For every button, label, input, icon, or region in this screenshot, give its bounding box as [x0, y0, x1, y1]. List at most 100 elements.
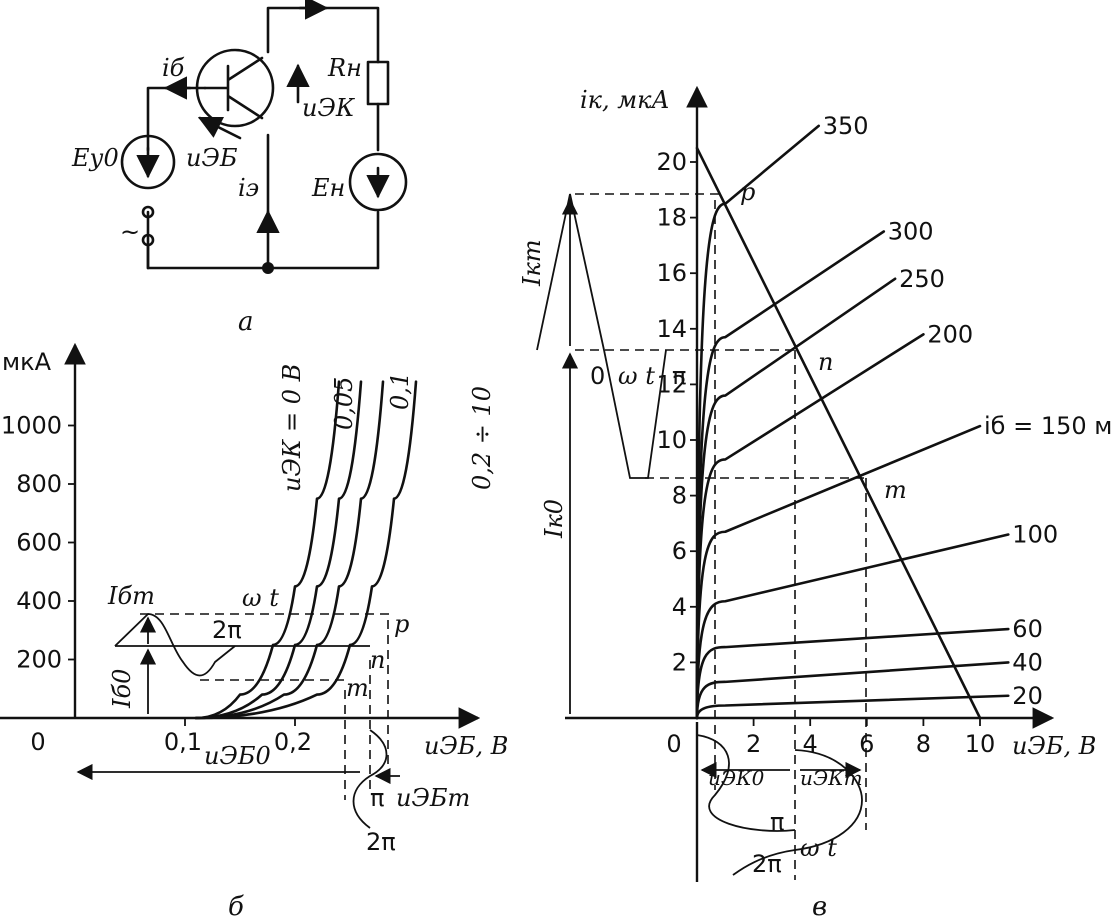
v-curve-350	[695, 124, 820, 720]
v-curve-label-60: 60	[1012, 615, 1043, 643]
circuit-a: iб Rн uЭК Eу0 uЭБ iэ Eн ~ a	[71, 0, 408, 337]
v-ytick-label: 14	[656, 315, 687, 343]
v-2pi-bottom-label: 2π	[752, 850, 782, 878]
v-curve-label-i-150: iб = 150 мкА	[984, 412, 1113, 440]
b-curve-label-u-0: uЭК = 0 В	[278, 364, 306, 492]
v-n-label: n	[818, 348, 833, 376]
caption-v: в	[812, 892, 827, 920]
v-ikm-label: Iкm	[518, 239, 546, 287]
ib-label: iб	[162, 54, 185, 82]
v-curve-label-250: 250	[899, 265, 945, 293]
chart-b-x-label: uЭБ, В	[424, 732, 508, 760]
tilde-label: ~	[120, 218, 140, 246]
v-curve-20	[695, 694, 1010, 720]
junction-dot	[262, 262, 274, 274]
v-pi-bottom-label: π	[770, 808, 784, 836]
v-ik0-label: Iк0	[540, 499, 568, 539]
chart-b-x-ticks: 0 0,1 0,2	[30, 718, 312, 756]
v-uekm-label: uЭКm	[800, 766, 863, 790]
caption-b: б	[228, 892, 244, 920]
transistor-symbol	[195, 48, 275, 128]
v-curve-label-300: 300	[888, 218, 934, 246]
source-en-symbol	[348, 152, 408, 212]
v-ytick-label: 16	[656, 259, 687, 287]
v-zero-label: 0	[590, 362, 605, 390]
v-wt-label: ω t	[618, 362, 655, 390]
v-curve-label-20: 20	[1012, 682, 1043, 710]
b-wt-label: ω t	[242, 584, 279, 612]
rn-label: Rн	[327, 54, 362, 82]
v-xtick-label: 0	[666, 730, 681, 758]
chart-b-y-unit: мкА	[2, 348, 52, 376]
v-voltage-waveform	[732, 749, 863, 876]
v-curve-label-100: 100	[1012, 521, 1058, 549]
b-curve-0-2-10	[194, 380, 418, 720]
v-current-waveform	[536, 193, 667, 479]
transistor-leads	[203, 56, 264, 120]
v-curve-40	[695, 661, 1010, 720]
b-xtick-label: 0	[30, 728, 45, 756]
b-xtick-label: 0,2	[274, 728, 312, 756]
caption-a: a	[238, 307, 254, 337]
b-ytick-label: 400	[16, 587, 62, 615]
b-n-label: n	[370, 646, 385, 674]
v-curve-label-350: 350	[823, 112, 869, 140]
v-xtick-label: 10	[965, 730, 996, 758]
chart-b-y-ticks: 200 400 600 800 1000	[1, 412, 75, 674]
v-m-label: m	[884, 476, 907, 504]
chart-v-series-labels: 20 40 60 100 iб = 150 мкА 200 250 300 350	[823, 112, 1113, 710]
v-xtick-label: 8	[916, 730, 931, 758]
chart-b: 200 400 600 800 1000 0 0,1 0,2 мкА uЭБ, В uЭК …	[0, 342, 508, 920]
b-2pi-label: 2π	[212, 616, 242, 644]
b-curve-label-0-2-10: 0,2 ÷ 10	[468, 386, 496, 490]
v-curve-label-200: 200	[927, 320, 973, 348]
b-p-label: p	[394, 610, 409, 638]
load-resistor	[366, 60, 390, 106]
b-ytick-label: 600	[16, 529, 62, 557]
b-ib0-label: Iб0	[108, 669, 136, 709]
b-ueb0-label: uЭБ0	[204, 742, 271, 770]
v-wt-bottom-label: ω t	[800, 834, 837, 862]
v-ytick-label: 18	[656, 204, 687, 232]
v-ytick-label: 4	[672, 593, 687, 621]
v-ytick-label: 8	[672, 482, 687, 510]
v-curve-label-40: 40	[1012, 648, 1043, 676]
b-base-sine	[114, 613, 236, 677]
ie-label: iэ	[238, 174, 259, 202]
b-m-label: m	[346, 674, 369, 702]
b-ibm-label: Iбm	[107, 582, 155, 610]
b-ytick-label: 1000	[1, 412, 62, 440]
chart-v-series	[695, 124, 1010, 720]
chart-v-x-label: uЭБ, В	[1012, 732, 1096, 760]
b-uebm-label: uЭБm	[396, 784, 470, 812]
b-pi-label: π	[370, 784, 384, 812]
b-ytick-label: 200	[16, 646, 62, 674]
v-ytick-label: 6	[672, 537, 687, 565]
circuit-wires	[146, 6, 380, 270]
chart-b-series	[194, 380, 418, 720]
ueb-label: uЭБ	[186, 144, 238, 172]
b-curve-label-0-1: 0,1	[386, 372, 414, 410]
b-curve-0-1	[194, 380, 385, 720]
b-2pi-bottom-label: 2π	[366, 828, 396, 856]
en-label: Eн	[311, 174, 345, 202]
v-p-label: p	[740, 178, 755, 206]
v-xtick-label: 2	[746, 730, 761, 758]
v-ytick-label: 10	[656, 426, 687, 454]
v-pi-label: π	[672, 362, 686, 390]
b-ytick-label: 800	[16, 470, 62, 498]
v-uek0-label: uЭК0	[708, 766, 765, 790]
v-ytick-label: 2	[672, 648, 687, 676]
b-input-sine	[352, 729, 388, 829]
v-ytick-label: 20	[656, 148, 687, 176]
b-curve-u-0	[194, 380, 341, 720]
uek-label: uЭК	[302, 94, 356, 122]
b-xtick-label: 0,1	[164, 728, 202, 756]
source-ey0-symbol	[120, 134, 176, 190]
ueb-voltage-arrow	[197, 116, 242, 140]
